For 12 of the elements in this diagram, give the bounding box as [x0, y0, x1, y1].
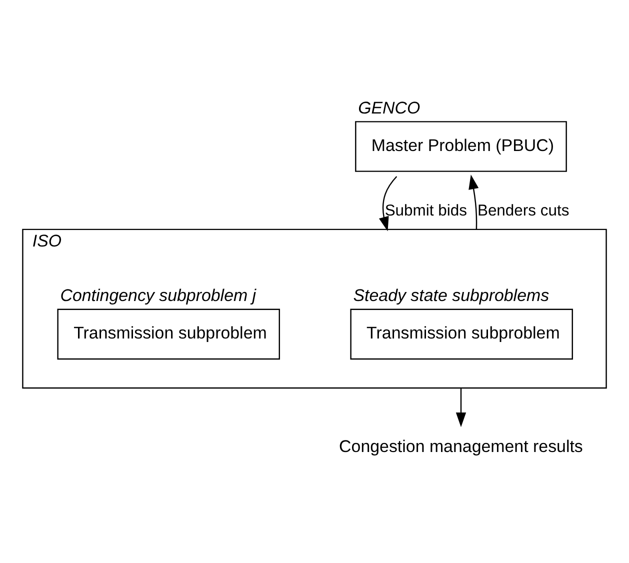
node-label: GENCO	[358, 98, 420, 118]
arrow	[378, 176, 398, 232]
arrow	[468, 174, 479, 230]
node-label: Steady state subproblems	[353, 286, 550, 306]
node-box: Transmission subproblem	[350, 308, 573, 360]
edge-label: Benders cuts	[477, 202, 570, 220]
node-box: Transmission subproblem	[57, 308, 280, 360]
arrow	[456, 388, 466, 428]
node-text: Congestion management results	[339, 436, 583, 456]
edge-label: Submit bids	[384, 202, 467, 220]
node-box: Master Problem (PBUC)	[355, 121, 567, 172]
node-label: Contingency subproblem j	[60, 286, 256, 306]
